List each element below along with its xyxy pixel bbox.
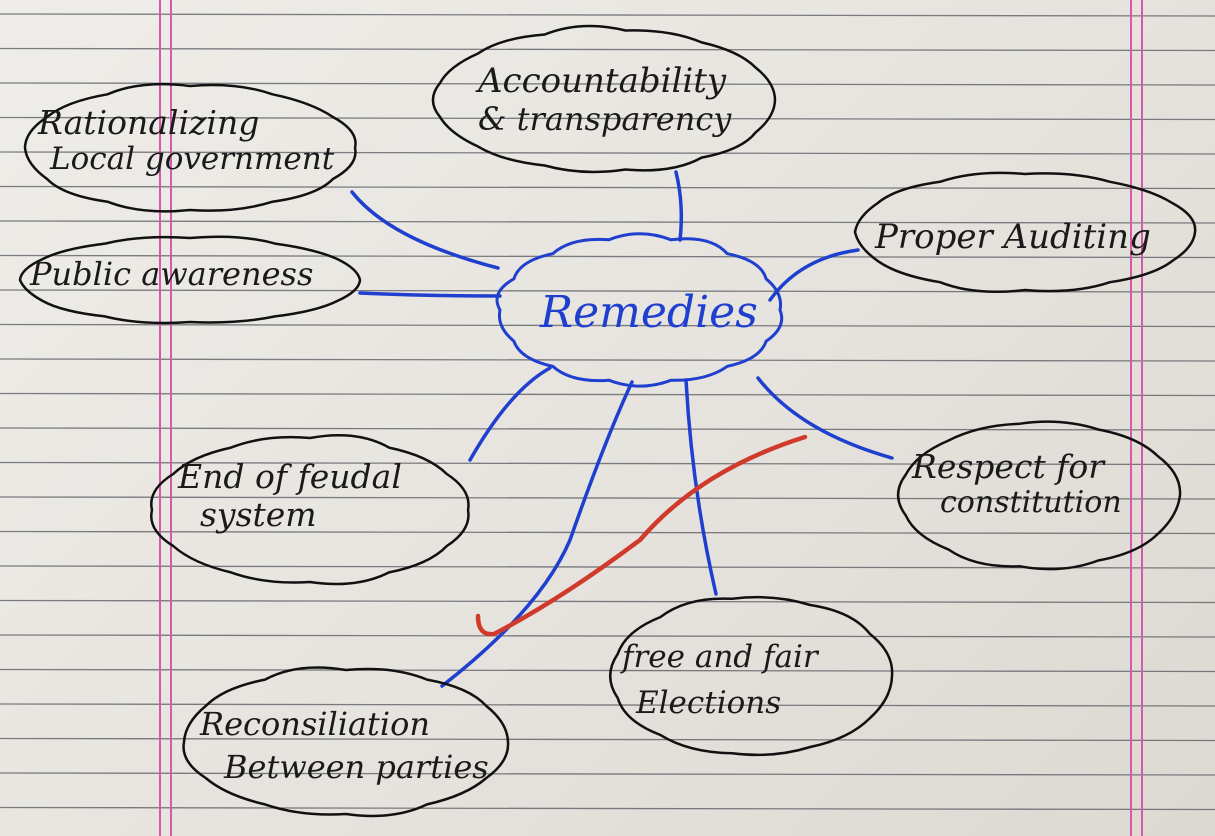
ruled-line (0, 323, 1215, 328)
ruled-line (0, 530, 1215, 535)
cloud-auditing (853, 171, 1197, 294)
node-constitution: Respect for constitution (912, 448, 1122, 520)
center-cloud (495, 232, 784, 388)
node-rationalizing-line2: Local government (50, 140, 335, 177)
node-reconciliation-line1: Reconsiliation (200, 705, 430, 743)
node-awareness-line1: Public awareness (30, 255, 314, 293)
ruled-line (0, 47, 1215, 52)
ruled-line (0, 737, 1215, 742)
connector-reconciliation (440, 380, 634, 688)
center-label: Remedies (540, 287, 758, 339)
node-rationalizing: Rationalizing Local government (38, 104, 334, 178)
ruled-line (0, 634, 1215, 638)
ruled-line (0, 427, 1215, 431)
connector-accountability (674, 170, 684, 242)
ruled-line (0, 82, 1215, 86)
connector-rationalizing (350, 190, 500, 270)
node-feudal-line1: End of feudal (178, 457, 402, 496)
node-auditing-line1: Proper Auditing (875, 217, 1151, 257)
cloud-bubbles (18, 24, 1197, 818)
node-auditing: Proper Auditing (875, 217, 1151, 257)
node-constitution-line1: Respect for (912, 447, 1105, 486)
node-elections: free and fair Elections (622, 639, 818, 721)
cloud-accountability (431, 24, 777, 174)
node-feudal: End of feudal system (178, 458, 402, 534)
ruled-line (0, 13, 1215, 17)
ruled-line (0, 772, 1215, 776)
node-reconciliation-line2: Between parties (224, 747, 489, 786)
center-cloud-outline (495, 232, 784, 388)
connectors (350, 170, 894, 688)
ruled-line (0, 496, 1215, 500)
node-accountability-line2: & transparency (478, 100, 732, 139)
node-accountability-line1: Accountability (478, 61, 727, 101)
cloud-reconciliation (182, 666, 510, 818)
cloud-rationalizing (23, 82, 357, 213)
ruled-lines (0, 13, 1215, 811)
node-awareness: Public awareness (30, 256, 313, 293)
ruled-line (0, 461, 1215, 466)
node-reconciliation: Reconsiliation Between parties (200, 706, 489, 786)
connector-constitution (756, 376, 894, 460)
ruled-line (0, 116, 1215, 121)
ruled-line (0, 392, 1215, 397)
margin-lines (159, 0, 1143, 836)
center-label-text: Remedies (540, 287, 758, 338)
ruled-line (0, 599, 1215, 604)
node-elections-line2: Elections (636, 684, 782, 721)
ruled-line (0, 703, 1215, 707)
connector-feudal (468, 366, 552, 462)
cloud-awareness (18, 235, 362, 325)
ruled-line (0, 806, 1215, 811)
ruled-line (0, 254, 1215, 259)
cloud-constitution (896, 420, 1182, 571)
red-correction-mark (475, 434, 808, 637)
node-accountability: Accountability & transparency (478, 61, 732, 139)
ruled-line (0, 185, 1215, 190)
node-elections-line1: free and fair (622, 639, 818, 675)
node-feudal-line2: system (200, 494, 317, 534)
ruled-line (0, 668, 1215, 673)
connector-awareness (358, 291, 502, 298)
ruled-line (0, 151, 1215, 155)
cloud-feudal (150, 434, 470, 586)
ruled-line (0, 220, 1215, 224)
node-rationalizing-line1: Rationalizing (38, 103, 260, 142)
node-constitution-line2: constitution (940, 484, 1122, 520)
cloud-elections (608, 595, 894, 757)
ruled-line (0, 358, 1215, 362)
